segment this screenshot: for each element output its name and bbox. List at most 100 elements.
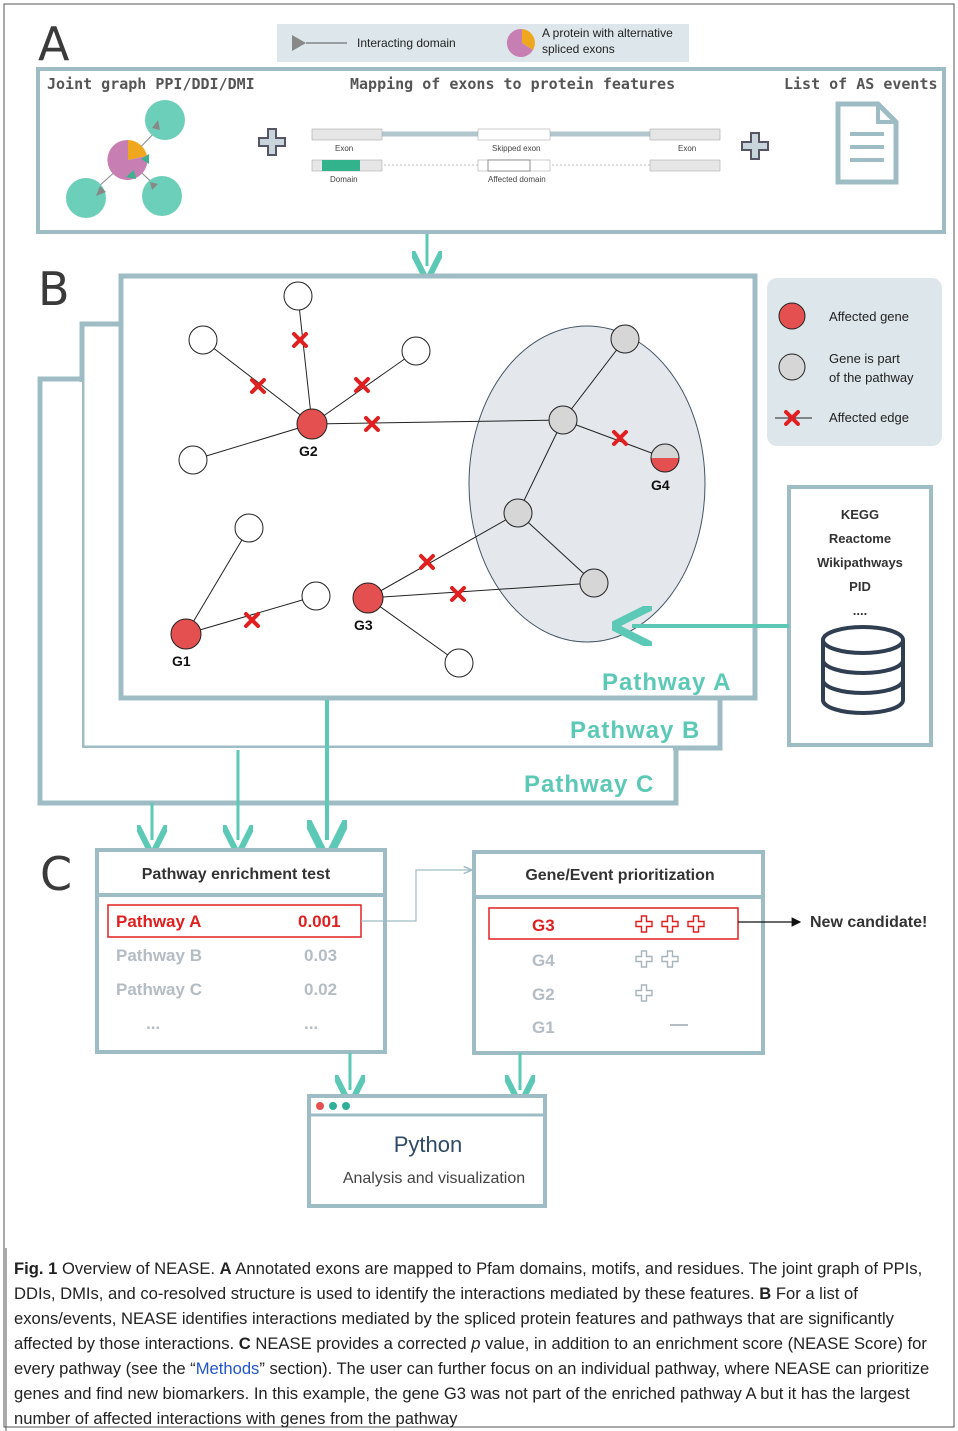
joint-graph-title: Joint graph PPI/DDI/DMI (47, 75, 255, 93)
affected-edge-x-1 (292, 332, 308, 348)
panel-b-legend: Affected gene Gene is part of the pathwa… (767, 278, 942, 446)
panel-b-letter: B (38, 262, 70, 316)
network-edges (185, 295, 666, 664)
legend-alt-spliced-line1: A protein with alternative (542, 26, 673, 40)
db-kegg: KEGG (841, 507, 879, 522)
node-white (188, 325, 218, 355)
affected-domain-label: Affected domain (488, 175, 546, 184)
node-grey (503, 498, 533, 528)
gene-label-g3: G3 (354, 617, 373, 633)
panel-a-letter: A (38, 17, 70, 71)
enrichment-table: Pathway enrichment test Pathway A 0.001 … (95, 848, 387, 1054)
joint-graph-network (66, 100, 185, 218)
caption-b-text: For a list of exons/events, NEASE identi… (14, 1284, 894, 1353)
new-candidate-label: New candidate! (810, 914, 927, 931)
plus-icon (635, 915, 653, 933)
legend-affected-gene: Affected gene (829, 309, 909, 324)
plus-icon (635, 984, 653, 1002)
node-white (283, 281, 313, 311)
db-pid: PID (849, 579, 871, 594)
node-g3 (352, 582, 384, 614)
plus-icon (635, 950, 653, 968)
node-white (401, 336, 431, 366)
enrichment-row-3-name: Pathway C (116, 980, 202, 999)
caption-a-label: A (219, 1259, 232, 1278)
exon-left-label: Exon (335, 144, 353, 153)
caption-c-text-3: ” section). The user can further focus o… (14, 1359, 930, 1428)
prioritization-title: Gene/Event prioritization (525, 867, 714, 884)
python-subtitle: Analysis and visualization (343, 1170, 525, 1187)
pathway-ellipse (468, 325, 706, 643)
caption-c-text-2: value, in addition to an enrichment scor… (14, 1334, 927, 1378)
gene-label-g2: G2 (299, 443, 318, 459)
prioritization-table: Gene/Event prioritization G3 G4 G2 G1 (472, 850, 765, 1055)
affected-edge-x-8 (244, 612, 260, 628)
caption-fig-label: Fig. 1 (14, 1259, 58, 1278)
affected-edge-marks (244, 332, 628, 628)
panel-a-box (36, 67, 946, 234)
legend-part-of-pathway-1: Gene is part (829, 351, 900, 366)
prio-row-2-gene: G4 (532, 951, 555, 970)
window-dot-red (316, 1102, 324, 1110)
gene-label-g1: G1 (172, 653, 191, 669)
prio-row-4-gene: G1 (532, 1018, 555, 1037)
pathway-a-label: Pathway A (602, 669, 731, 696)
affected-edge-x-2 (250, 378, 266, 394)
plus-icon (661, 915, 679, 933)
legend-affected-edge: Affected edge (829, 410, 909, 425)
plus-icon (661, 950, 679, 968)
caption-c-label: C (238, 1334, 251, 1353)
enrichment-row-1-name: Pathway A (116, 912, 201, 931)
db-reactome: Reactome (829, 531, 891, 546)
affected-edge-x-5 (612, 430, 628, 446)
exon-right-label: Exon (678, 144, 696, 153)
as-events-title: List of AS events (784, 75, 938, 93)
network-nodes (170, 281, 680, 678)
legend-alt-spliced-line2: spliced exons (542, 42, 615, 56)
affected-edge-x-7 (450, 586, 466, 602)
legend-pathway-gene-icon (778, 353, 806, 381)
caption-c-text-1: NEASE provides a corrected (250, 1334, 472, 1353)
window-dot-teal-1 (329, 1102, 337, 1110)
enrichment-row-2-name: Pathway B (116, 946, 202, 965)
pathway-b-label: Pathway B (570, 717, 700, 744)
figure-caption: Fig. 1 Overview of NEASE. A Annotated ex… (14, 1256, 946, 1431)
node-g1 (170, 618, 202, 650)
database-box: KEGG Reactome Wikipathways PID .... (787, 485, 933, 747)
db-more: .... (853, 603, 867, 618)
alt-spliced-protein-icon (506, 28, 535, 57)
methods-link[interactable]: Methods (195, 1359, 260, 1378)
node-g2 (296, 408, 328, 440)
prio-row-3-gene: G2 (532, 985, 555, 1004)
window-dot-teal-2 (342, 1102, 350, 1110)
plus-icon-2 (741, 132, 769, 160)
affected-edge-x-4 (364, 416, 380, 432)
mapping-title: Mapping of exons to protein features (350, 75, 675, 93)
skipped-exon-label: Skipped exon (492, 144, 540, 153)
node-white (178, 445, 208, 475)
node-white (301, 581, 331, 611)
python-title: Python (394, 1132, 463, 1157)
node-grey (579, 568, 609, 598)
exon-mapping: Exon Skipped exon Exon Domain Affected d… (311, 128, 721, 184)
database-icon (821, 625, 905, 715)
figure-border (3, 3, 955, 1428)
enrichment-row-4-name: ... (146, 1014, 160, 1033)
plus-icon-1 (258, 128, 286, 156)
node-white (444, 648, 474, 678)
python-window: Python Analysis and visualization (307, 1094, 547, 1208)
domain-label: Domain (330, 175, 358, 184)
db-wikipathways: Wikipathways (817, 555, 903, 570)
caption-p: p (471, 1334, 481, 1353)
legend-part-of-pathway-2: of the pathway (829, 370, 914, 385)
pathway-c-label: Pathway C (524, 771, 654, 798)
connector-enrichment-to-prioritization (361, 870, 472, 922)
enrichment-row-3-value: 0.02 (304, 980, 337, 999)
gene-label-g4: G4 (651, 477, 670, 493)
legend-interacting-domain: Interacting domain (357, 36, 456, 50)
enrichment-row-4-value: ... (304, 1014, 318, 1033)
prio-row-1-gene: G3 (532, 916, 555, 935)
interacting-domain-triangle-icon (292, 35, 306, 51)
affected-edge-x-3 (354, 377, 370, 393)
